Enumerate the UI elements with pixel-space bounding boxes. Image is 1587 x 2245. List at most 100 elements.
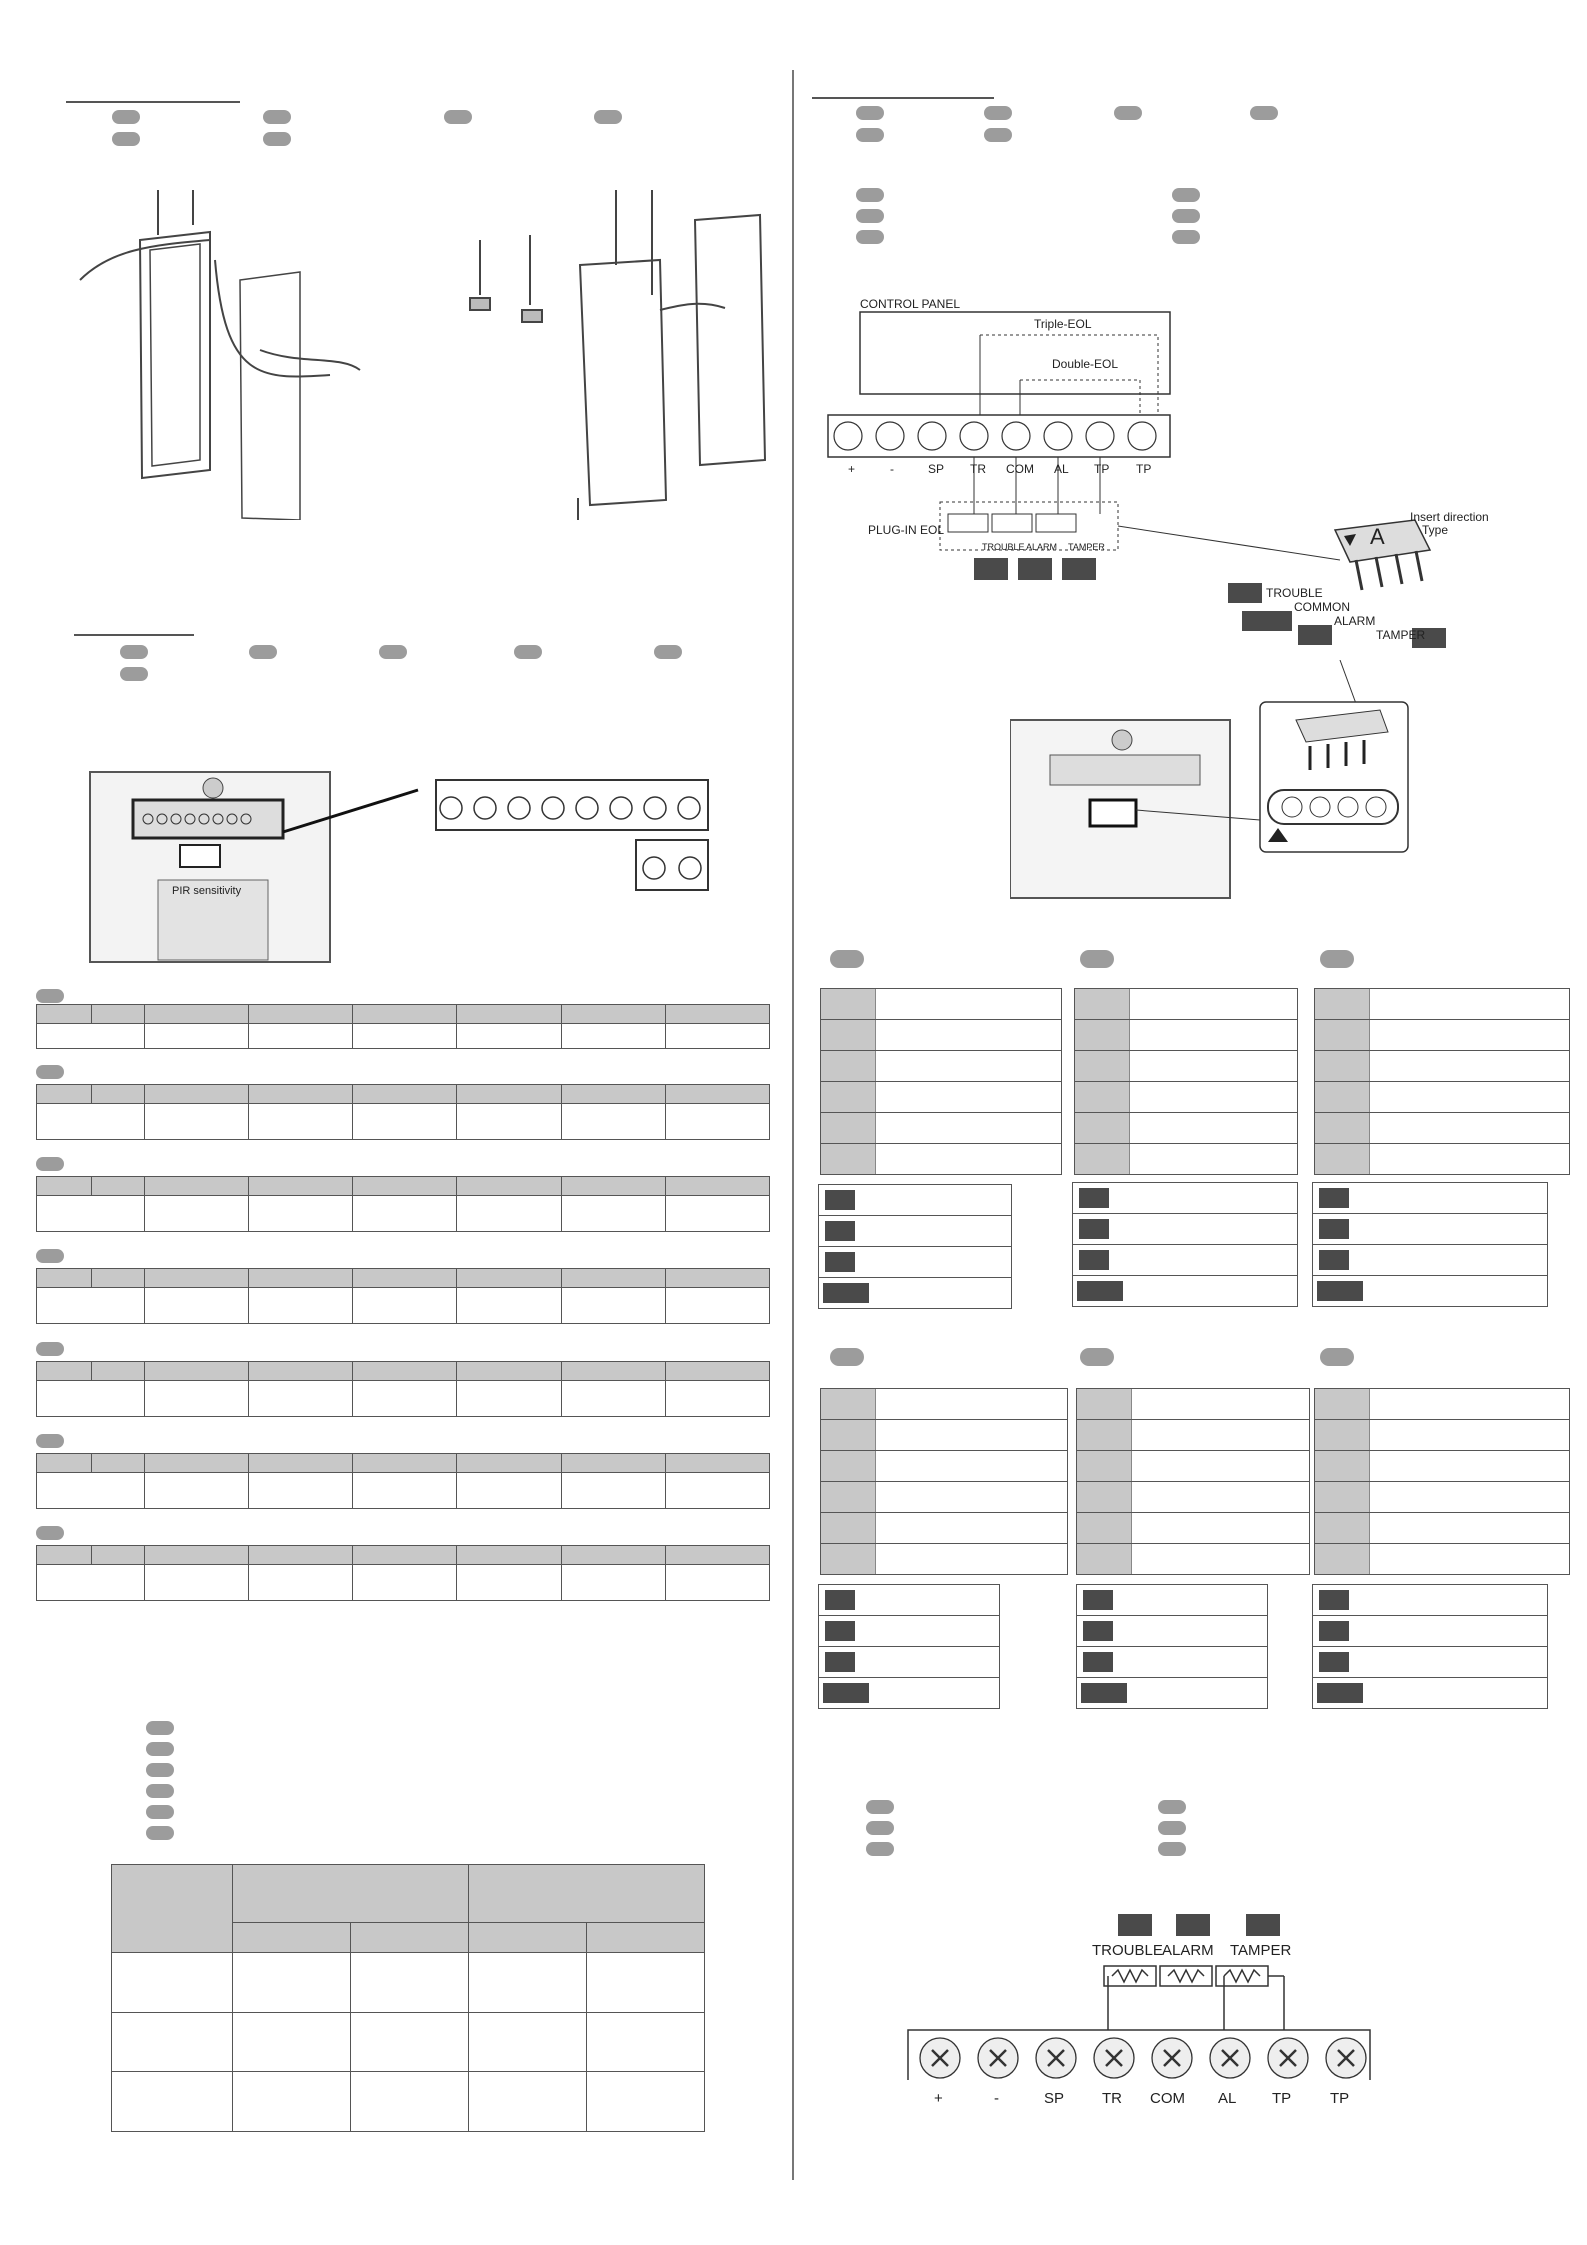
terminal-label: TP (1094, 462, 1110, 476)
resistance-table (1314, 1388, 1570, 1575)
resistor-legend (1076, 1584, 1268, 1709)
section-heading-underline (74, 634, 194, 636)
terminal-label: - (994, 2090, 999, 2107)
terminal-label: SP (928, 462, 945, 476)
group-marker (830, 950, 864, 968)
group-marker (1080, 950, 1114, 968)
resistor-value-box (974, 558, 1008, 580)
pcb-eol-insertion (1010, 660, 1409, 899)
resistor-legend (818, 1184, 1012, 1309)
resistor-value-box (1176, 1914, 1210, 1936)
pcb-terminal-illustration (89, 771, 709, 963)
resistor-label-alarm: ALARM (1026, 542, 1058, 552)
wiring-diagram (827, 311, 1341, 561)
spec-table (36, 1176, 771, 1232)
group-marker (830, 1348, 864, 1366)
triple-eol-label: Triple-EOL (1034, 317, 1092, 331)
list-marker (866, 1800, 894, 1814)
step-marker (856, 209, 884, 223)
pin-value-box (1412, 628, 1446, 648)
plug-in-eol-label: PLUG-IN EOL (868, 523, 945, 537)
step-marker (984, 128, 1012, 142)
step-marker (112, 110, 140, 124)
section-heading-underline (66, 101, 240, 103)
resistor-value-box (1246, 1914, 1280, 1936)
control-panel-label: CONTROL PANEL (860, 297, 961, 311)
step-marker (1172, 188, 1200, 202)
group-marker (1080, 1348, 1114, 1366)
pin-label-trouble: TROUBLE (1266, 586, 1323, 600)
resistor-label-alarm: ALARM (1162, 1942, 1214, 1959)
pcb-label: PIR sensitivity (172, 885, 242, 897)
group-marker (1320, 950, 1354, 968)
resistance-table (820, 988, 1062, 1175)
terminal-label: AL (1218, 2090, 1237, 2107)
terminal-label: TP (1272, 2090, 1292, 2107)
table-marker (36, 1065, 64, 1079)
list-marker (1158, 1842, 1186, 1856)
list-marker (146, 1763, 174, 1777)
double-eol-label: Double-EOL (1052, 357, 1119, 371)
resistor-legend (1072, 1182, 1298, 1307)
list-marker (1158, 1821, 1186, 1835)
column-divider (792, 70, 794, 2180)
pin-value-box (1242, 611, 1292, 631)
mounting-illustration (79, 190, 767, 520)
step-marker (1250, 106, 1278, 120)
step-marker (984, 106, 1012, 120)
resistance-table (1074, 988, 1298, 1175)
terminal-label: COM (1006, 462, 1034, 476)
type-label: Type (1422, 523, 1449, 537)
resistor-legend (1312, 1182, 1548, 1307)
resistance-table (820, 1388, 1068, 1575)
step-marker (120, 645, 148, 659)
step-marker (856, 188, 884, 202)
list-marker (146, 1721, 174, 1735)
pin-value-box (1298, 625, 1332, 645)
eol-type-letter: A (1370, 524, 1385, 549)
pin-label-tamper: TAMPER (1376, 628, 1426, 642)
resistance-table (1314, 988, 1570, 1175)
resistor-label-trouble: TROUBLE (982, 542, 1025, 552)
bottom-terminal-diagram (907, 1965, 1371, 2080)
terminal-label: TR (1102, 2090, 1122, 2107)
step-marker (263, 110, 291, 124)
step-marker (263, 132, 291, 146)
step-marker (1172, 230, 1200, 244)
resistance-table (1076, 1388, 1310, 1575)
step-marker (654, 645, 682, 659)
step-marker (120, 667, 148, 681)
list-marker (866, 1821, 894, 1835)
insert-direction-label: Insert direction (1410, 510, 1489, 524)
terminal-label: TP (1330, 2090, 1350, 2107)
pin-label-common: COMMON (1294, 600, 1350, 614)
spec-table (36, 1453, 771, 1509)
list-marker (146, 1784, 174, 1798)
step-marker (594, 110, 622, 124)
resistor-label-tamper: TAMPER (1230, 1942, 1292, 1959)
pin-label-alarm: ALARM (1334, 614, 1376, 628)
plug-in-eol-component (1333, 519, 1432, 591)
group-marker (1320, 1348, 1354, 1366)
resistor-legend (1312, 1584, 1548, 1709)
resistor-value-box (1118, 1914, 1152, 1936)
resistor-label-trouble: TROUBLE (1092, 1942, 1163, 1959)
terminal-label: TP (1136, 462, 1152, 476)
table-marker (36, 1157, 64, 1171)
step-marker (514, 645, 542, 659)
terminal-label: + (934, 2090, 943, 2107)
terminal-label: - (890, 462, 894, 476)
table-marker (36, 1249, 64, 1263)
table-marker (36, 989, 64, 1003)
terminal-label: + (848, 462, 856, 476)
list-marker (146, 1805, 174, 1819)
step-marker (856, 128, 884, 142)
pin-value-box (1228, 583, 1262, 603)
list-marker (866, 1842, 894, 1856)
terminal-label: SP (1044, 2090, 1065, 2107)
resistor-legend (818, 1584, 1000, 1709)
table-marker (36, 1434, 64, 1448)
resistor-value-box (1018, 558, 1052, 580)
list-marker (146, 1826, 174, 1840)
section-heading-underline (812, 97, 994, 99)
